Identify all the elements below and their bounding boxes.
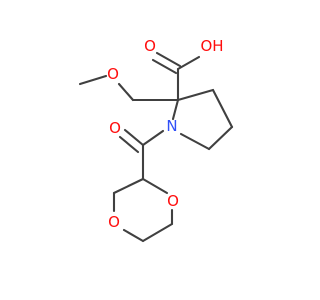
atom-amide-oxygen: O xyxy=(109,119,121,137)
bond-dioxane-c6-c5 xyxy=(141,222,174,243)
bond-c5-n xyxy=(179,132,211,151)
bond-cooh-c-o-double-a xyxy=(155,51,182,68)
atom-dioxane-oxygen-left: O xyxy=(108,213,120,231)
bond-carbonyl-c-o-double-a xyxy=(123,128,145,147)
atom-label-dioxane-o-left: O xyxy=(108,213,120,231)
bond-alpha-c-c3 xyxy=(176,88,215,102)
bonds xyxy=(78,51,234,243)
atom-label-ether-o: O xyxy=(107,65,119,83)
atom-hydroxyl: OH xyxy=(200,37,223,55)
atom-ring-nitrogen: N xyxy=(166,117,177,135)
bond-dioxane-c2-o1 xyxy=(141,177,169,195)
atom-labels: O OH O N O O O xyxy=(107,37,223,231)
atom-dioxane-oxygen-right: O xyxy=(167,192,179,210)
bond-n-carbonyl-c xyxy=(141,129,165,147)
bond-cooh-c-o-double-b xyxy=(151,58,178,75)
bond-c4-c5 xyxy=(207,125,234,151)
bond-o-ch3 xyxy=(78,74,108,86)
atom-label-amide-o: O xyxy=(109,119,121,137)
atom-label-carboxyl-o: O xyxy=(144,37,156,55)
bond-dioxane-c5-o4 xyxy=(122,228,145,243)
atom-label-dioxane-o-right: O xyxy=(167,192,179,210)
bond-c3-c4 xyxy=(211,88,234,129)
bond-carbonyl-c-o-double-b xyxy=(118,135,140,154)
atom-carboxyl-oxygen: O xyxy=(144,37,156,55)
atom-label-hydroxyl-oh: OH xyxy=(200,37,223,55)
bond-alpha-c-n xyxy=(171,98,180,121)
molecule-structure-diagram: O OH O N O O O xyxy=(78,37,234,243)
bond-cooh-c-oh xyxy=(176,55,201,71)
atom-label-ring-n: N xyxy=(166,117,177,135)
bond-dioxane-c3-c2 xyxy=(112,177,145,195)
atom-ether-oxygen: O xyxy=(107,65,119,83)
bond-ch2-o xyxy=(117,82,135,102)
